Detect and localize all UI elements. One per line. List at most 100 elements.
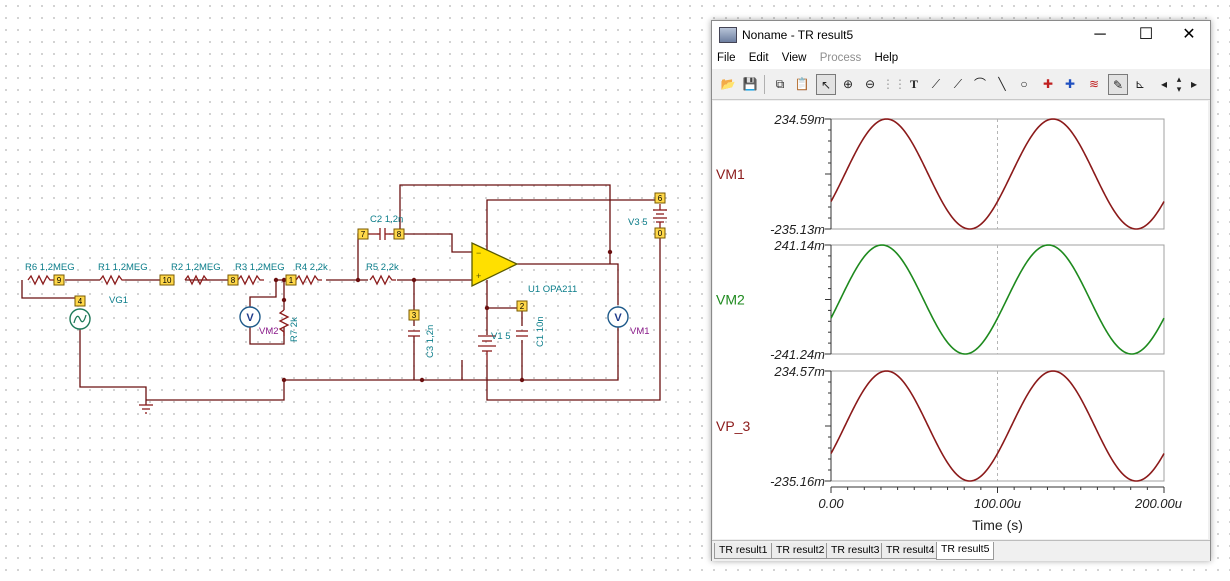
capacitor-c1 [516,330,528,337]
curve-label-icon[interactable]: ⌒ [973,77,986,91]
cursor-a-icon[interactable]: ⟋ [931,77,941,91]
transient-chart[interactable]: 234.59m-235.13mVM1241.14m-241.24mVM2234.… [713,101,1208,539]
x-tick-label: 100.00u [974,496,1021,511]
paste-icon[interactable]: 📋 [794,77,810,91]
svg-text:4: 4 [78,297,83,306]
result-tabs: TR result1 TR result2 TR result3 TR resu… [712,540,1210,561]
opamp-u1[interactable]: − + [471,241,519,288]
series-label-vm1: VM1 [716,166,745,182]
svg-text:R5 2,2k: R5 2,2k [366,262,399,273]
tab-tr-result4[interactable]: TR result4 [881,543,940,559]
voltmeter-vm2[interactable]: V [239,306,261,328]
zoom-out-icon[interactable]: ⊖ [864,77,876,91]
battery-v1[interactable] [478,335,496,360]
cursor-marker-b-icon[interactable]: ✚ [1064,77,1076,91]
x-tick-label: 200.00u [1134,496,1182,511]
svg-text:VM2: VM2 [259,326,279,337]
svg-text:7: 7 [361,230,366,239]
svg-text:R3 1,2MEG: R3 1,2MEG [235,262,285,273]
svg-text:R1 1,2MEG: R1 1,2MEG [98,262,148,273]
wave-select-icon[interactable]: ≋ [1088,77,1100,91]
resistor-r4 [295,274,322,286]
svg-text:0: 0 [658,229,663,238]
line-tool-icon[interactable]: ╲ [998,77,1006,91]
resistors[interactable] [27,274,396,336]
resistor-r3 [237,274,264,286]
series-line-vm1 [830,118,1165,230]
svg-text:9: 9 [57,276,62,285]
ellipse-tool-icon[interactable]: ○ [1020,77,1028,91]
copy-icon[interactable]: ⧉ [775,77,785,91]
menu-file[interactable]: File [717,52,736,64]
save-icon[interactable]: 💾 [742,77,758,91]
resistor-r2 [184,274,210,286]
capacitor-c3 [408,330,420,337]
svg-text:R7 2k: R7 2k [289,317,300,342]
maximize-button[interactable]: ☐ [1138,26,1154,43]
capacitors[interactable] [370,228,528,337]
window-title: Noname - TR result5 [742,28,854,42]
x-tick-label: 0.00 [818,496,844,511]
svg-text:V1 5: V1 5 [491,331,511,342]
svg-text:R4 2,2k: R4 2,2k [295,262,328,273]
open-folder-icon[interactable]: 📂 [720,77,736,91]
y-max-label-2: 241.14m [773,238,825,253]
menu-edit[interactable]: Edit [748,52,769,64]
node-markers[interactable]: 9 10 8 1 4 7 8 6 0 3 2 [53,192,666,321]
battery-v3[interactable] [653,204,667,228]
tab-tr-result3[interactable]: TR result3 [826,543,885,559]
grid-icon[interactable]: ⋮⋮ [882,77,906,91]
title-bar[interactable]: Noname - TR result5 ─ ☐ ✕ [712,21,1210,49]
cursor-b-icon[interactable]: ⟋ [953,77,963,91]
ground-symbol [139,404,153,414]
toolbar: 📂 💾 ⧉ 📋 ↖ ⊕ ⊖ ⋮⋮ T ⟋ ⟋ ⌒ ╲ ○ ✚ ✚ ≋ ✎ ⊾ ◂… [712,71,1210,100]
resistor-r7 [278,309,290,336]
svg-text:VG1: VG1 [109,295,128,306]
menu-view[interactable]: View [781,52,807,64]
svg-text:8: 8 [397,230,402,239]
y-max-label-1: 234.59m [773,112,825,127]
generator-vg1[interactable] [69,308,91,330]
tab-tr-result2[interactable]: TR result2 [771,543,830,559]
app-icon [719,27,737,43]
arrow-left-icon[interactable]: ◂ [1160,77,1168,91]
tab-tr-result5[interactable]: TR result5 [936,542,995,560]
zoom-in-icon[interactable]: ⊕ [842,77,854,91]
resistor-r6 [27,274,54,286]
cursor-marker-a-icon[interactable]: ✚ [1042,77,1054,91]
tr-result-window[interactable]: Noname - TR result5 ─ ☐ ✕ File Edit View… [711,20,1211,561]
close-button[interactable]: ✕ [1182,26,1196,43]
circuit-schematic[interactable]: V V − + 9 10 8 1 4 7 8 6 0 3 2 R6 1,2MEG… [0,0,700,430]
svg-text:C2 1,2n: C2 1,2n [370,214,403,225]
step-icon[interactable]: ⊾ [1134,77,1146,91]
series-label-vm2: VM2 [716,292,745,308]
series-label-vp-3: VP_3 [716,418,750,434]
x-axis-label: Time (s) [972,517,1023,533]
svg-text:V3 5: V3 5 [628,217,648,228]
series-line-vm2 [830,244,1165,355]
menu-help[interactable]: Help [874,52,899,64]
svg-text:R6 1,2MEG: R6 1,2MEG [25,262,75,273]
svg-text:+: + [476,271,481,281]
svg-text:R2 1,2MEG: R2 1,2MEG [171,262,221,273]
y-min-label-1: -235.13m [770,222,825,237]
junction-dots [273,231,613,383]
menu-bar: File Edit View Process Help [712,49,1210,69]
text-tool-icon[interactable]: T [909,77,918,91]
pen-icon[interactable]: ✎ [1108,74,1128,95]
series-line-vp-3 [830,370,1165,482]
component-labels: R6 1,2MEG R1 1,2MEG R2 1,2MEG R3 1,2MEG … [25,214,650,358]
svg-text:VM1: VM1 [630,326,650,337]
svg-text:C1 10n: C1 10n [535,316,546,347]
arrow-right-icon[interactable]: ▸ [1190,77,1198,91]
voltmeter-vm1[interactable]: V [607,306,629,328]
y-min-label-2: -241.24m [770,347,825,362]
arrow-updown-icon[interactable]: ▴▾ [1176,74,1182,94]
tab-tr-result1[interactable]: TR result1 [714,543,773,559]
pointer-icon[interactable]: ↖ [816,74,836,95]
resistor-r1 [99,274,125,286]
minimize-button[interactable]: ─ [1094,26,1106,43]
svg-text:V: V [614,312,622,324]
menu-process[interactable]: Process [819,52,862,64]
